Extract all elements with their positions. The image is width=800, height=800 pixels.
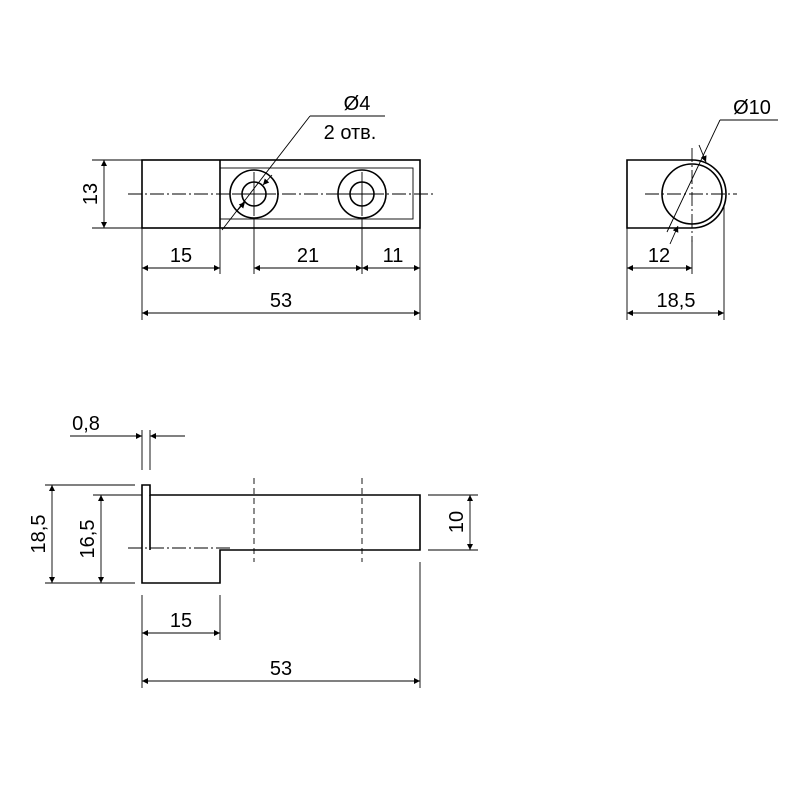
thickness-label: 0,8	[72, 413, 100, 435]
hole-diameter-label: Ø4	[344, 93, 371, 115]
dim-right-label: 11	[383, 245, 404, 267]
hole-count-label: 2 отв.	[324, 122, 377, 144]
side-dim-step-label: 15	[170, 610, 192, 632]
dim-left-label: 15	[170, 245, 192, 267]
hole-leader-line	[221, 115, 311, 231]
top-view-slot	[219, 167, 414, 220]
rod-leader-line	[666, 119, 721, 233]
side-view-outline	[141, 484, 421, 584]
top-view: Ø4 2 отв. 13 15 21 11 53	[80, 93, 435, 320]
rod-leader-arrow-1	[698, 144, 707, 163]
rod-leader-arrow-2	[669, 225, 679, 245]
end-dim-center-label: 12	[648, 245, 670, 267]
hole-leader-arrow-1	[236, 201, 246, 212]
mounting-hole-right	[337, 169, 387, 219]
height-outer-label: 18,5	[28, 515, 50, 554]
rod-diameter-label: Ø10	[733, 97, 771, 119]
hole-leader-arrow-2	[262, 174, 273, 186]
dim-total-label: 53	[270, 290, 292, 312]
rod-dimension-label: 10	[446, 511, 468, 533]
height-inner-label: 16,5	[77, 520, 99, 559]
dim-spacing-label: 21	[297, 245, 319, 267]
height-dimension-label: 13	[80, 183, 102, 205]
end-view: Ø10 12 18,5	[626, 97, 778, 320]
side-dim-total-label: 53	[270, 658, 292, 680]
end-dim-width-label: 18,5	[657, 290, 696, 312]
end-view-outline	[626, 159, 727, 229]
side-view: 0,8 18,5 16,5 10 15 53	[28, 413, 478, 688]
